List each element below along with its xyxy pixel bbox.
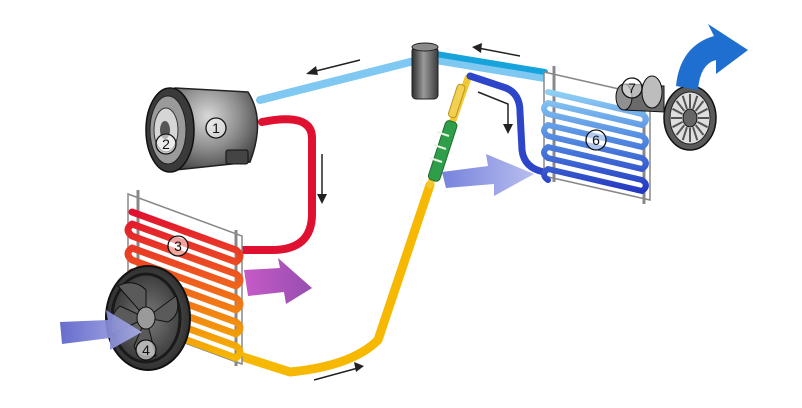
condenser-fan (105, 265, 191, 371)
label-compressor-clutch: 2 (155, 133, 177, 155)
svg-text:1: 1 (212, 120, 220, 136)
flow-arrow-liquid (313, 362, 364, 381)
compressor (145, 87, 259, 173)
coil-tube (541, 89, 649, 194)
coil-tube (124, 208, 244, 362)
flow-arrow-discharge (317, 154, 327, 204)
label-blower-motor: 7 (621, 77, 643, 99)
blower-vane (675, 124, 686, 136)
blower-vane (671, 107, 684, 116)
cold-air-out-arrow (676, 24, 748, 90)
blower-wheel-vanes (671, 94, 709, 142)
flow-arrow-evaporator-outlet (472, 43, 521, 57)
flow-arrow-suction (306, 59, 361, 75)
blower-vane (675, 100, 686, 112)
label-condenser-fan: 4 (135, 339, 157, 361)
blower-vane (681, 126, 688, 141)
blower-vane (694, 100, 705, 112)
receiver-drier (411, 42, 439, 100)
blower-vane (681, 95, 688, 110)
label-compressor: 1 (205, 117, 227, 139)
evaporator-inlet-line (466, 72, 548, 176)
blower-vane (692, 95, 699, 110)
label-condenser: 3 (167, 235, 189, 257)
air-in-arrow (60, 310, 142, 350)
discharge-line (234, 115, 316, 254)
label-evaporator: 6 (585, 129, 607, 151)
svg-text:4: 4 (142, 342, 150, 358)
blower-vane (694, 124, 705, 136)
blower-motor (615, 75, 717, 151)
evaporator-coils (541, 89, 649, 194)
flow-arrow-evaporator-inlet (477, 91, 513, 134)
blower-vane (696, 120, 709, 129)
hot-air-arrow (244, 258, 312, 304)
blower-vane (692, 126, 699, 141)
svg-text:2: 2 (162, 136, 170, 152)
blower-vane (696, 107, 709, 116)
svg-text:3: 3 (174, 238, 182, 254)
svg-text:6: 6 (592, 132, 600, 148)
expansion-valve (427, 83, 466, 182)
blower-vane (671, 120, 684, 129)
svg-text:7: 7 (628, 80, 636, 96)
evaporator-air-in-arrow (442, 154, 534, 196)
evaporator-outlet-line (433, 51, 548, 75)
condenser-coils (124, 208, 244, 362)
liquid-line (235, 180, 435, 377)
